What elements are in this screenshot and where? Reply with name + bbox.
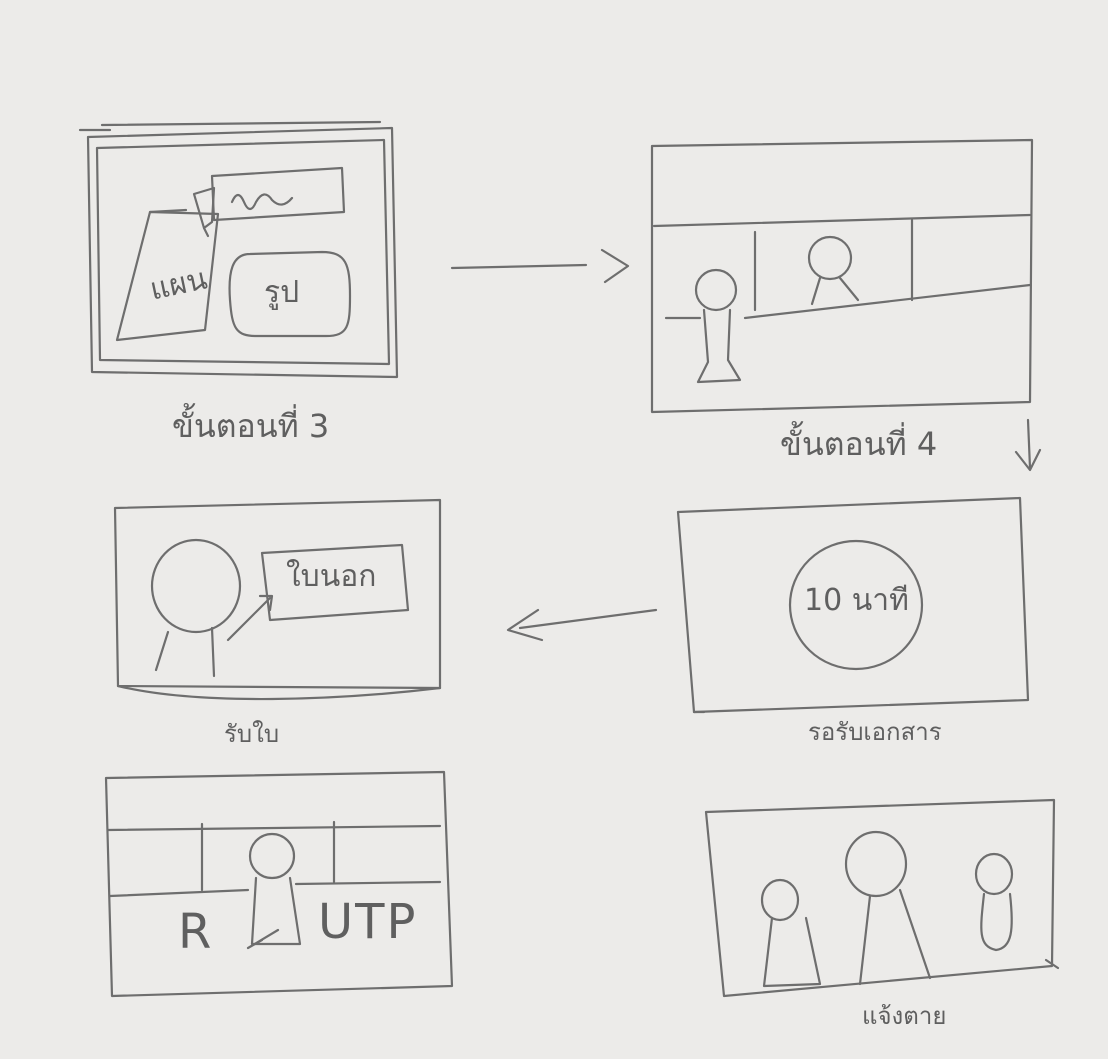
panel-farewell-frame xyxy=(706,800,1058,996)
timer-label: 10 นาที xyxy=(804,586,909,616)
person-2-drawing xyxy=(846,832,930,984)
person-left-drawing xyxy=(696,270,740,382)
person-3-drawing xyxy=(976,854,1012,950)
gate-right-sign: UTP xyxy=(318,898,417,946)
arrow-left-icon xyxy=(508,610,656,640)
receive-caption: รับใบ xyxy=(224,722,279,746)
panel-receive-frame xyxy=(115,500,440,699)
person-gate-drawing xyxy=(248,834,300,948)
wait-caption: รอรับเอกสาร xyxy=(808,720,942,744)
slip-label: ใบนอก xyxy=(286,562,376,592)
farewell-caption: แจ้งตาย xyxy=(862,1004,946,1028)
person-window-drawing xyxy=(809,237,858,304)
person-1-drawing xyxy=(762,880,820,986)
pen-icon xyxy=(194,188,214,236)
step4-caption: ขั้นตอนที่ 4 xyxy=(780,428,937,460)
arrow-down-icon xyxy=(1016,420,1040,470)
banner-drawing xyxy=(212,168,344,220)
gate-left-sign: R xyxy=(178,908,213,956)
person-receive-drawing xyxy=(152,540,272,676)
arrow-right-icon xyxy=(452,250,628,282)
panel-gate-frame xyxy=(106,772,452,996)
step3-caption: ขั้นตอนที่ 3 xyxy=(172,410,329,442)
picture-label: รูป xyxy=(264,278,299,308)
